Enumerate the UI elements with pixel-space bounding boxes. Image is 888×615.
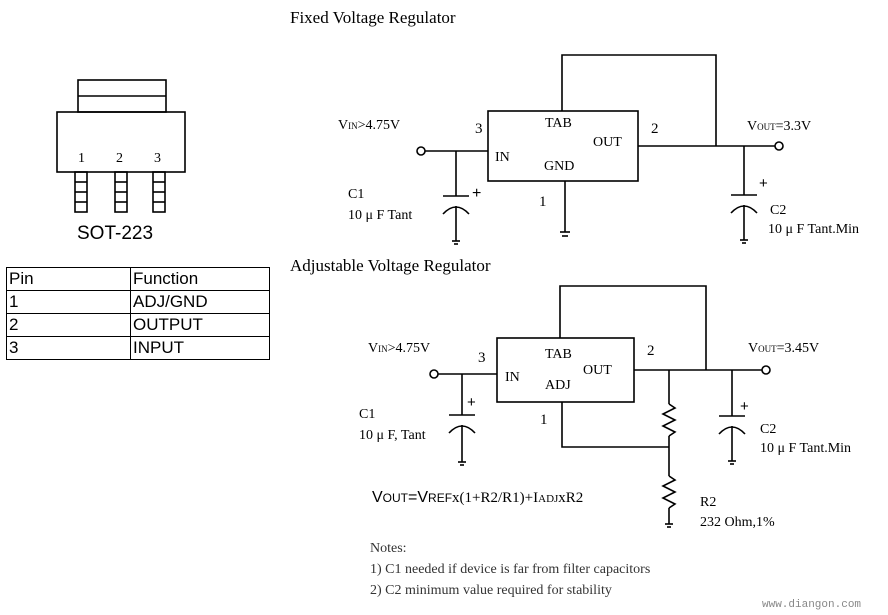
adjustable-adj-label: ADJ <box>545 378 571 393</box>
adjustable-r2-value: 232 Ohm,1% <box>700 515 775 530</box>
adjustable-c1-plus: + <box>467 394 476 411</box>
fixed-pin-out-number: 2 <box>651 121 659 137</box>
adjustable-c2-value: 10 μ F Tant.Min <box>760 441 851 456</box>
table-header-function: Function <box>130 267 270 291</box>
fixed-in-label: IN <box>495 150 510 165</box>
fixed-pin-in-number: 3 <box>475 121 483 137</box>
table-cell-function: ADJ/GND <box>130 290 270 314</box>
package-pin-label-3: 3 <box>154 151 161 166</box>
package-lead-1 <box>74 171 88 213</box>
package-lead-3 <box>152 171 166 213</box>
fixed-vin-terminal <box>416 146 426 156</box>
fixed-gnd-label: GND <box>544 159 574 174</box>
table-row: 1 ADJ/GND <box>6 290 270 314</box>
adjustable-c2-capacitor <box>718 370 746 465</box>
package-pin-label-2: 2 <box>116 151 123 166</box>
fixed-title: Fixed Voltage Regulator <box>290 8 456 27</box>
fixed-c1-plus: + <box>472 185 481 202</box>
adjustable-circuit <box>429 285 771 528</box>
table-row: 3 INPUT <box>6 336 270 360</box>
adjustable-title: Adjustable Voltage Regulator <box>290 256 491 275</box>
adjustable-c1-capacitor <box>448 374 476 466</box>
fixed-c2-name: C2 <box>770 203 786 218</box>
table-cell-function: OUTPUT <box>130 313 270 337</box>
table-header-row: Pin Function <box>6 267 270 291</box>
fixed-vout-label: VOUT=3.3V <box>747 119 811 134</box>
watermark: www.diangon.com <box>762 599 861 611</box>
fixed-c1-capacitor <box>442 151 470 245</box>
adjustable-vin-terminal <box>429 369 439 379</box>
fixed-tab-label: TAB <box>545 116 572 131</box>
fixed-pin-gnd-number: 1 <box>539 194 547 210</box>
pin-function-table: Pin Function 1 ADJ/GND 2 OUTPUT 3 INPUT <box>6 267 270 360</box>
fixed-circuit <box>416 54 784 245</box>
fixed-c1-name: C1 <box>348 187 364 202</box>
package-lead-2 <box>114 171 128 213</box>
fixed-tab-wire <box>561 54 717 146</box>
note-item-1: 1) C1 needed if device is far from filte… <box>370 562 650 577</box>
adjustable-c1-value: 10 μ F, Tant <box>359 428 426 443</box>
adjustable-c1-name: C1 <box>359 407 375 422</box>
fixed-c2-plus: + <box>759 175 768 192</box>
adjustable-r1-resistor <box>661 370 677 447</box>
adjustable-c2-plus: + <box>740 398 749 415</box>
fixed-vout-terminal <box>774 141 784 151</box>
table-cell-pin: 1 <box>6 290 131 314</box>
adjustable-tab-wire <box>559 285 707 370</box>
adjustable-in-label: IN <box>505 370 520 385</box>
table-header-pin: Pin <box>6 267 131 291</box>
output-voltage-formula: VOUT=VREFx(1+R2/R1)+IADJxR2 <box>372 489 583 506</box>
adjustable-vout-label: VOUT=3.45V <box>748 341 819 356</box>
adjustable-pin-in-number: 3 <box>478 350 486 366</box>
adjustable-vout-terminal <box>761 365 771 375</box>
fixed-vin-label: VIN>4.75V <box>338 118 400 133</box>
adjustable-out-label: OUT <box>583 363 612 378</box>
fixed-c2-value: 10 μ F Tant.Min <box>768 222 859 237</box>
table-cell-pin: 3 <box>6 336 131 360</box>
adjustable-vin-label: VIN>4.75V <box>368 341 430 356</box>
table-row: 2 OUTPUT <box>6 313 270 337</box>
note-item-2: 2) C2 minimum value required for stabili… <box>370 583 612 598</box>
sot223-package <box>56 79 186 213</box>
adjustable-pin-adj-number: 1 <box>540 412 548 428</box>
package-pin-label-1: 1 <box>78 151 85 166</box>
table-cell-pin: 2 <box>6 313 131 337</box>
adjustable-c2-name: C2 <box>760 422 776 437</box>
notes-title: Notes: <box>370 541 407 556</box>
package-name: SOT-223 <box>77 223 153 244</box>
fixed-c2-capacitor <box>730 146 758 244</box>
adjustable-r2-resistor <box>661 447 677 528</box>
adjustable-r2-name: R2 <box>700 495 716 510</box>
adjustable-tab-label: TAB <box>545 347 572 362</box>
adjustable-adj-wire <box>561 402 669 448</box>
table-cell-function: INPUT <box>130 336 270 360</box>
fixed-c1-value: 10 μ F Tant <box>348 208 412 223</box>
fixed-out-label: OUT <box>593 135 622 150</box>
adjustable-pin-out-number: 2 <box>647 343 655 359</box>
